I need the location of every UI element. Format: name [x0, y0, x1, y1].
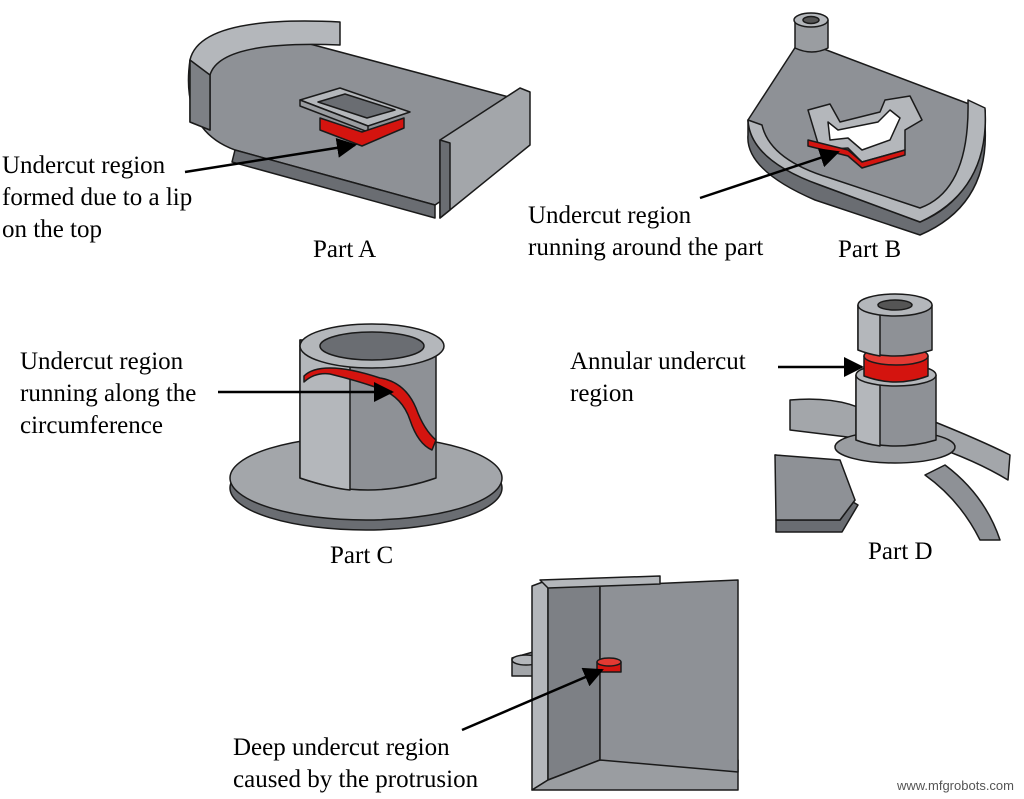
part-a-annotation-line-2: formed due to a lip: [2, 184, 193, 211]
part-d-annotation: Annular undercut region: [570, 346, 746, 410]
part-b-caption: Part B: [838, 236, 902, 263]
arrow-part-a: [184, 137, 357, 174]
part-a-annotation: Undercut region formed due to a lip on t…: [2, 150, 192, 246]
part-b-annotation: Undercut region running around the part: [528, 200, 763, 264]
part-b-annotation-line-1: Undercut region: [528, 202, 692, 229]
part-e-annotation: Deep undercut region caused by the protr…: [233, 732, 478, 796]
part-e-annotation-line-2: caused by the protrusion: [233, 766, 479, 793]
part-c-caption: Part C: [330, 542, 394, 569]
part-d-caption: Part D: [868, 538, 933, 565]
part-a-undercut: [319, 117, 405, 147]
part-a-caption: Part A: [313, 236, 377, 263]
part-c-undercut: [303, 367, 437, 451]
part-d-annotation-line-1: Annular undercut: [570, 348, 746, 375]
arrow-part-e: [461, 667, 604, 732]
part-c-annotation-line-1: Undercut region: [20, 348, 184, 375]
part-a-drawing: [187, 20, 531, 219]
part-e-drawing: [511, 575, 739, 791]
part-b-drawing: [747, 12, 987, 236]
part-b-annotation-line-2: running around the part: [528, 234, 764, 261]
part-c-drawing: [229, 323, 503, 531]
part-a-annotation-line-1: Undercut region: [2, 152, 166, 179]
part-e-annotation-line-1: Deep undercut region: [233, 734, 450, 761]
arrow-part-b: [699, 148, 840, 200]
watermark: www.mfgrobots.com: [896, 778, 1014, 793]
part-c-annotation-line-3: circumference: [20, 412, 163, 439]
part-d-drawing: [774, 293, 1011, 541]
part-a-annotation-line-3: on the top: [2, 216, 102, 243]
part-d-annotation-line-2: region: [570, 380, 634, 407]
part-c-annotation: Undercut region running along the circum…: [20, 346, 196, 442]
part-c-annotation-line-2: running along the: [20, 380, 197, 407]
